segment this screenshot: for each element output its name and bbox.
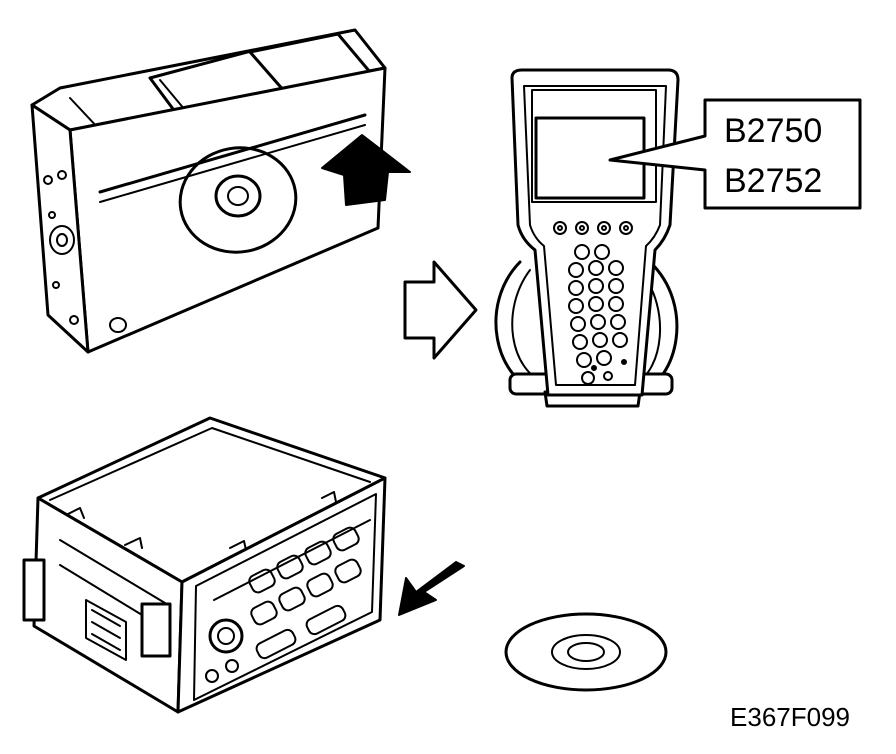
solid-arrow-up-icon <box>321 134 411 206</box>
radio-head-unit-icon <box>22 416 387 714</box>
dtc-code-1: B2750 <box>724 112 822 150</box>
solid-arrow-down-right-icon <box>398 561 465 616</box>
dtc-callout: B2750 B2752 <box>608 98 862 210</box>
cd-changer-icon <box>30 28 387 354</box>
scan-tool-icon <box>494 68 680 408</box>
dtc-code-2: B2752 <box>724 162 822 200</box>
figure-reference-id: E367F099 <box>730 702 850 732</box>
outline-arrow-right-icon <box>403 260 478 360</box>
compact-disc-icon <box>504 612 668 692</box>
